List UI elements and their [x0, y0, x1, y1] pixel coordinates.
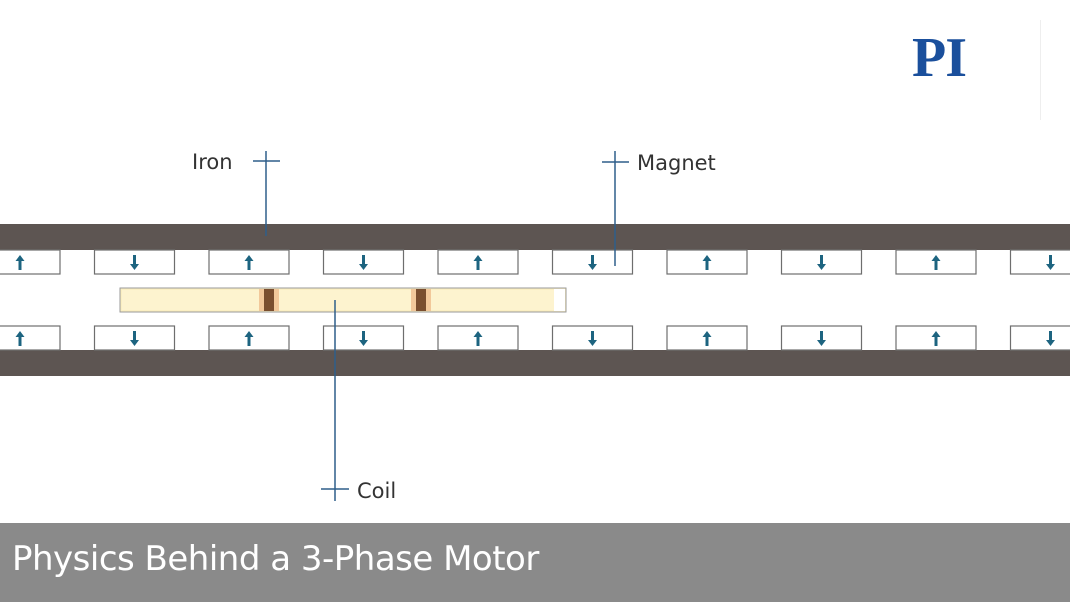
- arrow-up-icon: [931, 255, 941, 270]
- arrow-down-icon: [588, 255, 597, 270]
- magnet: [895, 325, 977, 351]
- magnet: [1009, 325, 1070, 351]
- label-iron: Iron: [192, 150, 233, 174]
- magnet: [93, 325, 176, 351]
- arrow-down-icon: [817, 331, 826, 346]
- magnet: [0, 249, 61, 275]
- arrow-up-icon: [702, 331, 712, 346]
- arrow-down-icon: [130, 255, 139, 270]
- arrow-up-icon: [15, 331, 25, 346]
- magnet: [322, 249, 405, 275]
- arrow-up-icon: [473, 331, 483, 346]
- coil-callout: Coil: [321, 300, 396, 503]
- arrow-down-icon: [359, 331, 368, 346]
- magnet: [551, 325, 634, 351]
- label-magnet: Magnet: [637, 151, 716, 175]
- arrow-down-icon: [817, 255, 826, 270]
- magnet: [93, 249, 176, 275]
- motor-diagram: Iron Magnet Coil: [0, 150, 1070, 503]
- coil-winding-band: [264, 289, 274, 311]
- iron-callout: Iron: [192, 150, 280, 236]
- magnet: [437, 325, 519, 351]
- arrow-up-icon: [244, 331, 254, 346]
- iron-plate-top: [0, 224, 1070, 250]
- arrow-down-icon: [1046, 255, 1055, 270]
- magnet: [666, 325, 748, 351]
- coil-inner-highlight: [122, 290, 554, 310]
- magnet: [208, 325, 290, 351]
- magnet: [322, 325, 405, 351]
- coil: [119, 287, 567, 313]
- iron-plate-bottom: [0, 350, 1070, 376]
- coil-winding-band: [416, 289, 426, 311]
- arrow-down-icon: [1046, 331, 1055, 346]
- magnet: [895, 249, 977, 275]
- magnet: [666, 249, 748, 275]
- logo-divider: [1040, 20, 1041, 120]
- magnet-callout: Magnet: [602, 151, 716, 266]
- arrow-up-icon: [702, 255, 712, 270]
- magnet: [1009, 249, 1070, 275]
- arrow-down-icon: [359, 255, 368, 270]
- magnet-row-bottom: [0, 325, 1070, 351]
- label-coil: Coil: [357, 479, 396, 503]
- pi-logo: PI: [912, 27, 967, 89]
- coil-end-panel: [554, 289, 565, 311]
- arrow-up-icon: [244, 255, 254, 270]
- caption-bar: Physics Behind a 3-Phase Motor: [0, 523, 1070, 602]
- arrow-up-icon: [473, 255, 483, 270]
- magnet: [780, 249, 863, 275]
- magnet: [437, 249, 519, 275]
- magnet: [0, 325, 61, 351]
- magnet: [780, 325, 863, 351]
- magnet-row-top: [0, 249, 1070, 275]
- arrow-up-icon: [931, 331, 941, 346]
- arrow-up-icon: [15, 255, 25, 270]
- magnet: [551, 249, 634, 275]
- magnet: [208, 249, 290, 275]
- arrow-down-icon: [130, 331, 139, 346]
- caption-title: Physics Behind a 3-Phase Motor: [12, 539, 539, 579]
- arrow-down-icon: [588, 331, 597, 346]
